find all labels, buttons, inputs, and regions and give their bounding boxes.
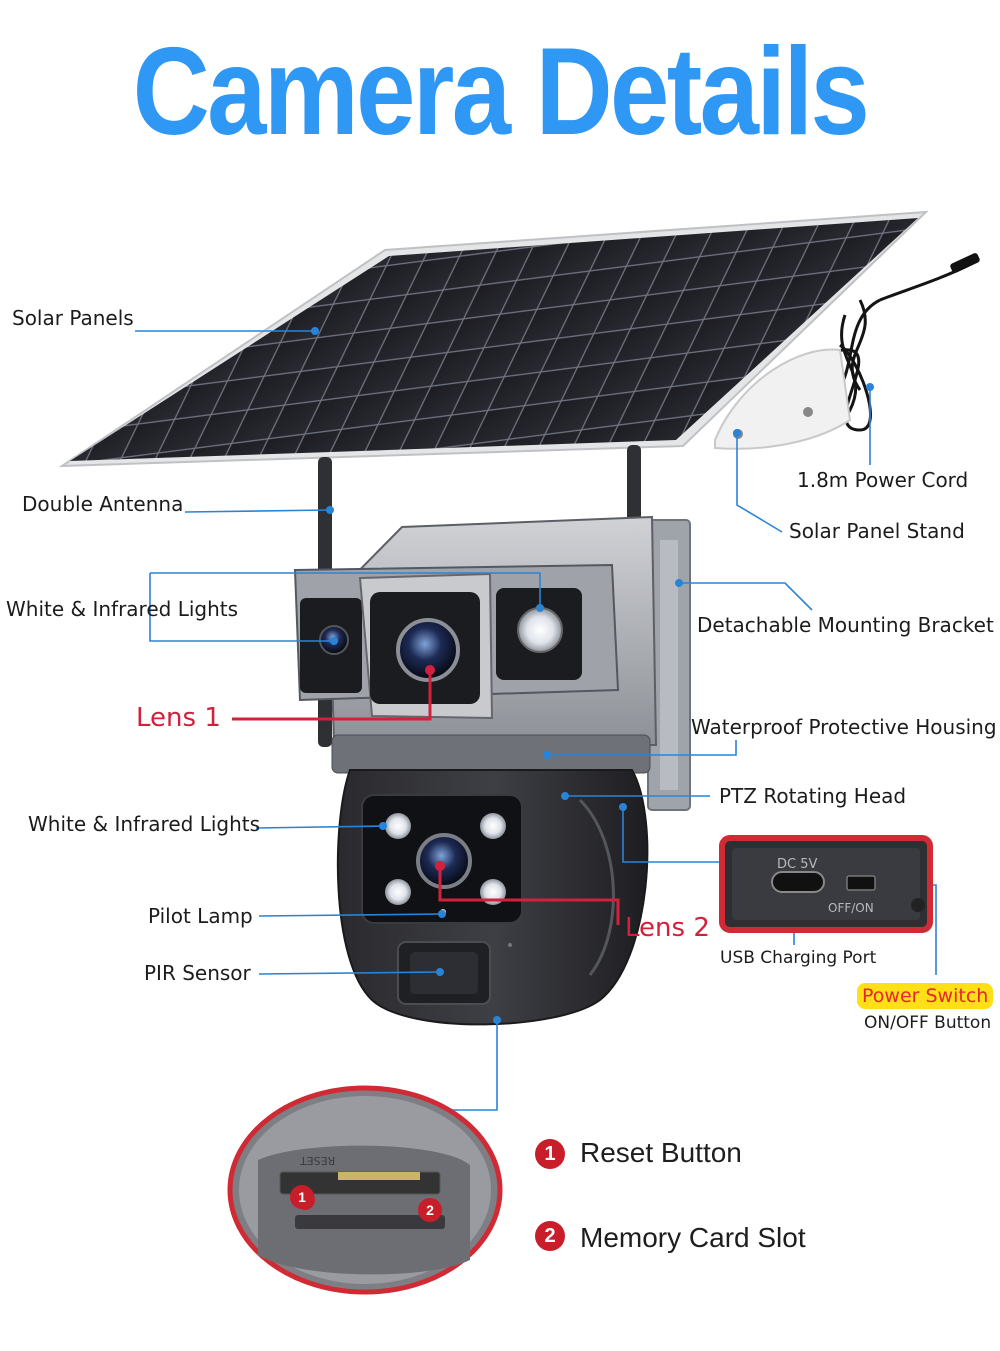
callout-badge-2: 2: [535, 1221, 565, 1251]
marker-2: 2: [418, 1198, 442, 1222]
label-on-off-button: ON/OFF Button: [864, 1013, 992, 1033]
label-pir-sensor: PIR Sensor: [144, 961, 251, 985]
callout-memory-card-slot: Memory Card Slot: [580, 1222, 806, 1253]
label-power-switch: Power Switch: [857, 983, 994, 1009]
card-slot-inset-graphic: [227, 1085, 503, 1295]
usb-inset-graphic: [719, 835, 933, 933]
label-solar-panel-stand: Solar Panel Stand: [789, 519, 965, 543]
solar-panel-graphic: [58, 210, 929, 468]
label-pilot-lamp: Pilot Lamp: [148, 904, 253, 928]
label-white-ir-lights-bottom: White & Infrared Lights: [28, 812, 261, 836]
mounting-bracket-graphic: [647, 519, 691, 811]
label-ptz-head: PTZ Rotating Head: [719, 784, 907, 808]
leader-lines: [135, 330, 937, 1111]
upper-housing-graphic: [293, 515, 658, 774]
marker-1: 1: [290, 1185, 314, 1209]
label-off-on: OFF/ON: [828, 901, 874, 915]
label-reset-marking: RESET: [300, 1154, 336, 1167]
label-double-antenna: Double Antenna: [22, 492, 184, 516]
ptz-head-graphic: [336, 769, 649, 1026]
callout-reset-button: Reset Button: [580, 1137, 742, 1168]
label-dc-5v: DC 5V: [777, 857, 818, 872]
label-usb-port: USB Charging Port: [720, 948, 877, 968]
page-title: Camera Details: [132, 23, 870, 161]
label-housing: Waterproof Protective Housing: [691, 715, 997, 739]
label-white-ir-lights-top: White & Infrared Lights: [6, 597, 239, 621]
callout-badge-1: 1: [535, 1139, 565, 1169]
label-power-cord: 1.8m Power Cord: [797, 468, 969, 492]
label-mounting-bracket: Detachable Mounting Bracket: [697, 613, 994, 637]
label-lens-1: Lens 1: [136, 703, 221, 733]
lens-leader-lines: [232, 670, 620, 925]
label-solar-panels: Solar Panels: [12, 306, 134, 330]
label-lens-2: Lens 2: [625, 913, 710, 943]
